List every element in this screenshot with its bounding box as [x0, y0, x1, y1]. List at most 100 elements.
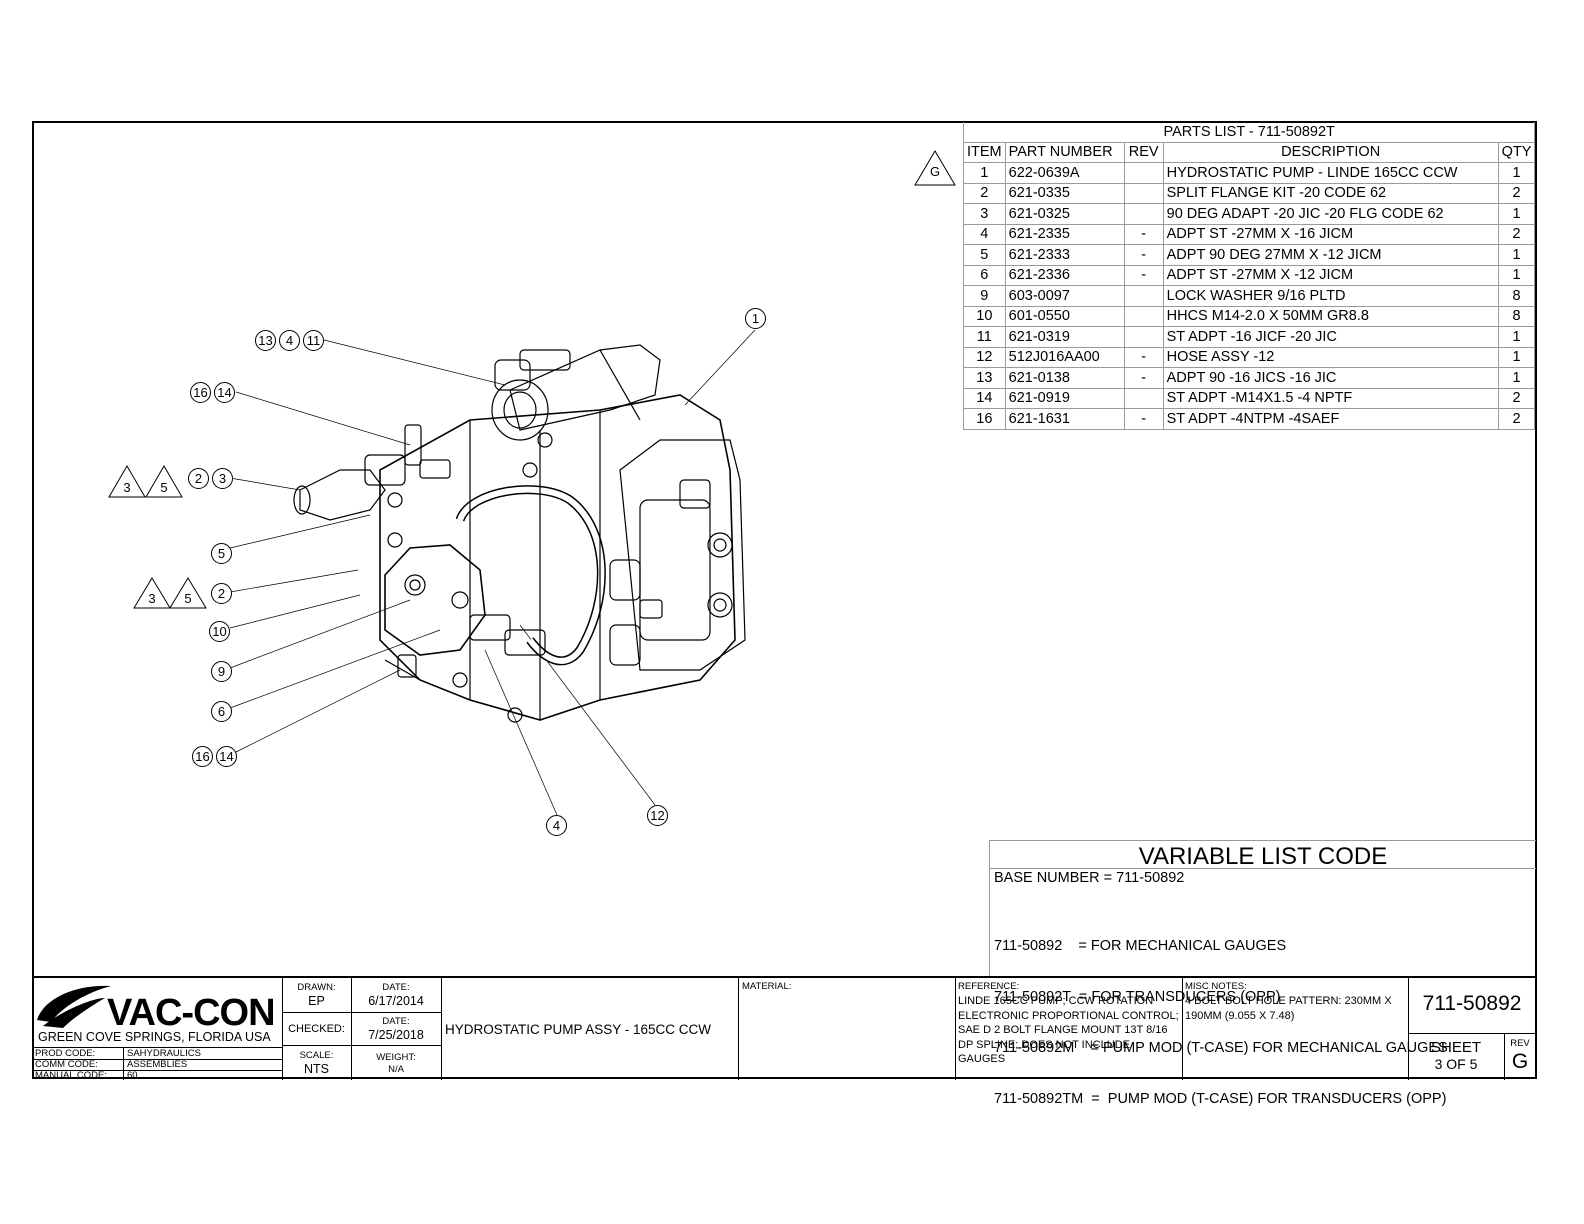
scale-value: NTS	[304, 1062, 329, 1076]
reference-text: LINDE 165CC PUMP; CCW ROTATION ELECTRONI…	[958, 995, 1179, 1065]
table-cell-item: 1	[963, 162, 1006, 184]
comm-code-value: ASSEMBLIES	[127, 1059, 188, 1070]
callout-balloon: 3	[212, 468, 233, 489]
checked-label: CHECKED:	[288, 1023, 345, 1035]
table-cell-qty: 1	[1497, 162, 1536, 184]
col-header: ITEM	[963, 141, 1006, 163]
sheet-label: SHEET	[1430, 1039, 1481, 1056]
note-triangle-3: 3	[123, 480, 131, 495]
manual-code-label: MANUAL CODE:	[35, 1070, 107, 1081]
checked-date: 7/25/2018	[368, 1028, 424, 1042]
table-cell-pn: 621-1631	[1004, 408, 1125, 430]
table-cell-pn: 621-2333	[1004, 244, 1125, 266]
table-cell-item: 2	[963, 182, 1006, 204]
parts-list-header: ITEM PART NUMBER REV DESCRIPTION QTY	[963, 141, 1536, 163]
table-cell-qty: 1	[1497, 346, 1536, 368]
date-label: DATE:	[382, 982, 410, 993]
variable-list-line: 711-50892T = FOR TRANSDUCERS (OPP)	[994, 989, 1281, 1005]
callout-balloon: 16	[190, 382, 211, 403]
table-cell-rev: -	[1123, 408, 1164, 430]
table-cell-rev	[1123, 182, 1164, 204]
callout-balloon: 12	[647, 805, 668, 826]
vac-con-logo	[37, 985, 111, 1028]
callout-balloon: 4	[546, 815, 567, 836]
table-cell-pn: 621-0919	[1004, 387, 1125, 409]
table-cell-pn: 601-0550	[1004, 305, 1125, 327]
weight-label: WEIGHT:	[376, 1052, 416, 1063]
comm-code-label: COMM CODE:	[35, 1059, 98, 1070]
variable-list-base: BASE NUMBER = 711-50892	[994, 870, 1185, 886]
callout-balloon: 14	[214, 382, 235, 403]
variable-list-title: VARIABLE LIST CODE	[1138, 843, 1388, 870]
date-label: DATE:	[382, 1016, 410, 1027]
callout-balloon: 16	[192, 746, 213, 767]
table-cell-pn: 621-2336	[1004, 264, 1125, 286]
prod-code-label: PROD CODE:	[35, 1048, 96, 1059]
note-triangle-5: 5	[160, 480, 168, 495]
callout-balloon: 5	[211, 543, 232, 564]
table-cell-qty: 1	[1497, 203, 1536, 225]
table-cell-rev	[1123, 285, 1164, 307]
sheet-value: 3 OF 5	[1434, 1056, 1478, 1072]
table-cell-qty: 1	[1497, 367, 1536, 389]
callout-balloon: 1	[745, 308, 766, 329]
variable-list-line: 711-50892M = PUMP MOD (T-CASE) FOR MECHA…	[994, 1040, 1448, 1056]
drawing-sheet-border	[32, 121, 1537, 1079]
table-cell-item: 6	[963, 264, 1006, 286]
table-cell-desc: ST ADPT -16 JICF -20 JIC	[1162, 326, 1499, 348]
table-cell-rev	[1123, 326, 1164, 348]
drawn-date: 6/17/2014	[368, 994, 424, 1008]
drawing-number: 711-50892	[1422, 992, 1522, 1015]
table-cell-rev: -	[1123, 264, 1164, 286]
table-cell-desc: ST ADPT -M14X1.5 -4 NPTF	[1162, 387, 1499, 409]
table-cell-rev	[1123, 305, 1164, 327]
table-cell-desc: ST ADPT -4NTPM -4SAEF	[1162, 408, 1499, 430]
drawn-label: DRAWN:	[297, 982, 336, 993]
table-cell-pn: 621-0319	[1004, 326, 1125, 348]
callout-balloon: 2	[188, 468, 209, 489]
drawn-value: EP	[308, 994, 325, 1008]
table-cell-pn: 603-0097	[1004, 285, 1125, 307]
rev-label: REV	[1510, 1038, 1530, 1049]
table-cell-qty: 8	[1497, 305, 1536, 327]
col-header: REV	[1123, 141, 1164, 163]
table-cell-qty: 2	[1497, 387, 1536, 409]
table-cell-pn: 621-0138	[1004, 367, 1125, 389]
col-header: PART NUMBER	[1004, 141, 1125, 163]
table-cell-qty: 8	[1497, 285, 1536, 307]
misc-notes-text: 4 BOLT BOLT HOLE PATTERN: 230MM X 190MM …	[1185, 995, 1392, 1022]
table-cell-desc: SPLIT FLANGE KIT -20 CODE 62	[1162, 182, 1499, 204]
company-location: GREEN COVE SPRINGS, FLORIDA USA	[38, 1030, 271, 1044]
variable-list-line: 711-50892 = FOR MECHANICAL GAUGES	[994, 938, 1287, 954]
table-cell-desc: LOCK WASHER 9/16 PLTD	[1162, 285, 1499, 307]
table-cell-item: 14	[963, 387, 1006, 409]
note-triangle-5: 5	[184, 591, 192, 606]
parts-list-table: PARTS LIST - 711-50892T ITEM PART NUMBER…	[962, 122, 1536, 430]
table-cell-qty: 2	[1497, 408, 1536, 430]
weight-value: N/A	[388, 1064, 404, 1075]
table-cell-desc: HOSE ASSY -12	[1162, 346, 1499, 368]
table-cell-rev	[1123, 162, 1164, 184]
callout-balloon: 9	[211, 661, 232, 682]
table-cell-item: 10	[963, 305, 1006, 327]
table-cell-rev: -	[1123, 346, 1164, 368]
drawing-title: HYDROSTATIC PUMP ASSY - 165CC CCW	[445, 1022, 712, 1037]
table-cell-rev: -	[1123, 367, 1164, 389]
table-cell-rev: -	[1123, 244, 1164, 266]
table-cell-qty: 2	[1497, 182, 1536, 204]
note-triangle-3: 3	[148, 591, 156, 606]
col-header: DESCRIPTION	[1162, 141, 1499, 163]
table-cell-item: 13	[963, 367, 1006, 389]
revision-marker: G	[929, 164, 941, 179]
variable-list-code: VARIABLE LIST CODE BASE NUMBER = 711-508…	[989, 840, 1536, 1107]
misc-notes-label: MISC NOTES:	[1185, 981, 1247, 992]
table-cell-pn: 621-2335	[1004, 223, 1125, 245]
table-cell-pn: 622-0639A	[1004, 162, 1125, 184]
